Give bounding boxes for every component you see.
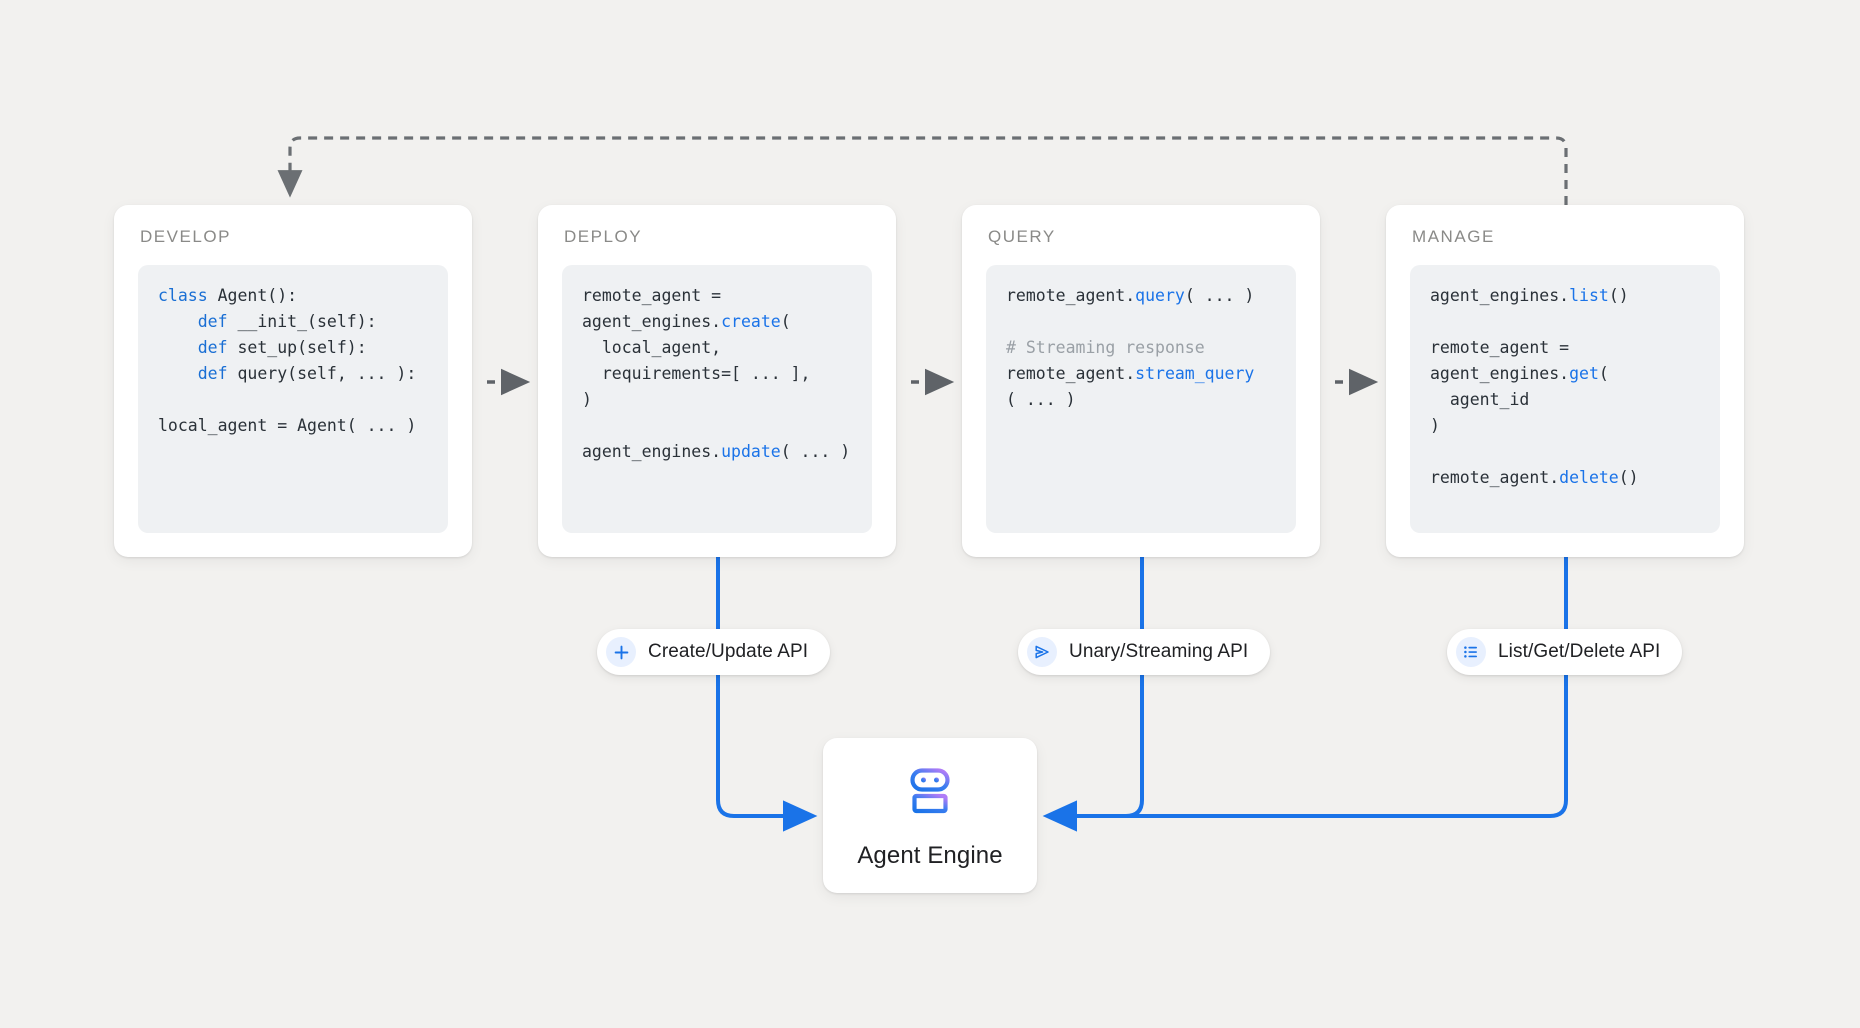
code-token: remote_agent. xyxy=(1430,468,1560,488)
code-token: __init_(self): xyxy=(237,312,377,332)
code-token: delete xyxy=(1559,468,1619,488)
api-pill-create-update[interactable]: Create/Update API xyxy=(597,629,831,675)
code-token: () xyxy=(1618,468,1639,488)
blue-connector-deploy xyxy=(716,557,818,832)
blue-connector-query xyxy=(1042,557,1144,832)
blue-connector-manage xyxy=(1053,557,1568,818)
code-token: agent_engines. xyxy=(1430,286,1570,305)
code-token: requirements=[ ... ], xyxy=(582,364,811,384)
code-token: ) xyxy=(1430,416,1440,436)
send-triangle-icon xyxy=(1027,637,1057,667)
code-token: ) xyxy=(582,390,592,410)
agent-engine-label: Agent Engine xyxy=(857,842,1003,869)
stage-title-query: QUERY xyxy=(988,227,1056,246)
code-token: ( xyxy=(1598,364,1609,384)
code-token: query xyxy=(1135,286,1185,305)
stage-card-develop: DEVELOP class Agent(): def __init_(self)… xyxy=(114,205,472,557)
api-pill-list-get-delete[interactable]: List/Get/Delete API xyxy=(1447,629,1683,675)
code-token: list xyxy=(1569,286,1609,305)
code-block-manage: agent_engines.list() remote_agent = agen… xyxy=(1410,265,1720,533)
list-icon xyxy=(1456,637,1486,667)
code-block-query: remote_agent.query( ... ) # Streaming re… xyxy=(986,265,1296,533)
stage-card-manage: MANAGE agent_engines.list() remote_agent… xyxy=(1386,205,1744,557)
code-token: agent_engines. xyxy=(582,312,722,332)
code-token: remote_agent = xyxy=(582,286,722,305)
code-block-develop: class Agent(): def __init_(self): def se… xyxy=(138,265,448,533)
code-token: remote_agent. xyxy=(1006,286,1136,305)
stage-card-query: QUERY remote_agent.query( ... ) # Stream… xyxy=(962,205,1320,557)
code-token: ( ... ) xyxy=(1006,390,1076,410)
code-token: ( ... ) xyxy=(780,442,851,462)
code-token: local_agent = Agent( ... ) xyxy=(158,416,417,436)
code-token: ( ... ) xyxy=(1184,286,1255,305)
api-pill-label: Create/Update API xyxy=(648,641,809,662)
code-token: local_agent, xyxy=(582,338,722,358)
code-token: () xyxy=(1608,286,1629,305)
code-token: set_up(self): xyxy=(237,338,367,358)
code-token: get xyxy=(1569,364,1599,384)
stage-card-deploy: DEPLOY remote_agent = agent_engines.crea… xyxy=(538,205,896,557)
code-token: stream_query xyxy=(1135,364,1255,384)
code-token: agent_engines. xyxy=(1430,364,1570,384)
code-token: Agent(): xyxy=(217,286,298,305)
code-token: remote_agent = xyxy=(1430,338,1570,358)
code-token: class xyxy=(158,286,218,305)
code-block-deploy: remote_agent = agent_engines.create( loc… xyxy=(562,265,872,533)
api-pill-label: Unary/Streaming API xyxy=(1069,641,1249,662)
code-token: def xyxy=(158,312,238,332)
code-token: def xyxy=(158,338,238,358)
plus-icon xyxy=(606,637,636,667)
api-pill-label: List/Get/Delete API xyxy=(1498,641,1661,662)
code-token: agent_engines. xyxy=(582,442,722,462)
feedback-arrow xyxy=(277,136,1568,205)
robot-icon xyxy=(899,761,961,828)
api-pill-unary-streaming[interactable]: Unary/Streaming API xyxy=(1018,629,1271,675)
stage-title-deploy: DEPLOY xyxy=(564,227,643,246)
code-token: update xyxy=(721,442,781,462)
stage-title-manage: MANAGE xyxy=(1412,227,1495,246)
code-token: create xyxy=(721,312,781,332)
code-token: query(self, ... ): xyxy=(237,364,417,384)
code-token: agent_id xyxy=(1430,390,1530,410)
code-token: # Streaming response xyxy=(1006,338,1205,358)
agent-engine-node[interactable]: Agent Engine xyxy=(823,738,1037,893)
code-token: ( xyxy=(780,312,791,332)
code-token: def xyxy=(158,364,238,384)
stage-title-develop: DEVELOP xyxy=(140,227,232,246)
code-token: remote_agent. xyxy=(1006,364,1136,384)
